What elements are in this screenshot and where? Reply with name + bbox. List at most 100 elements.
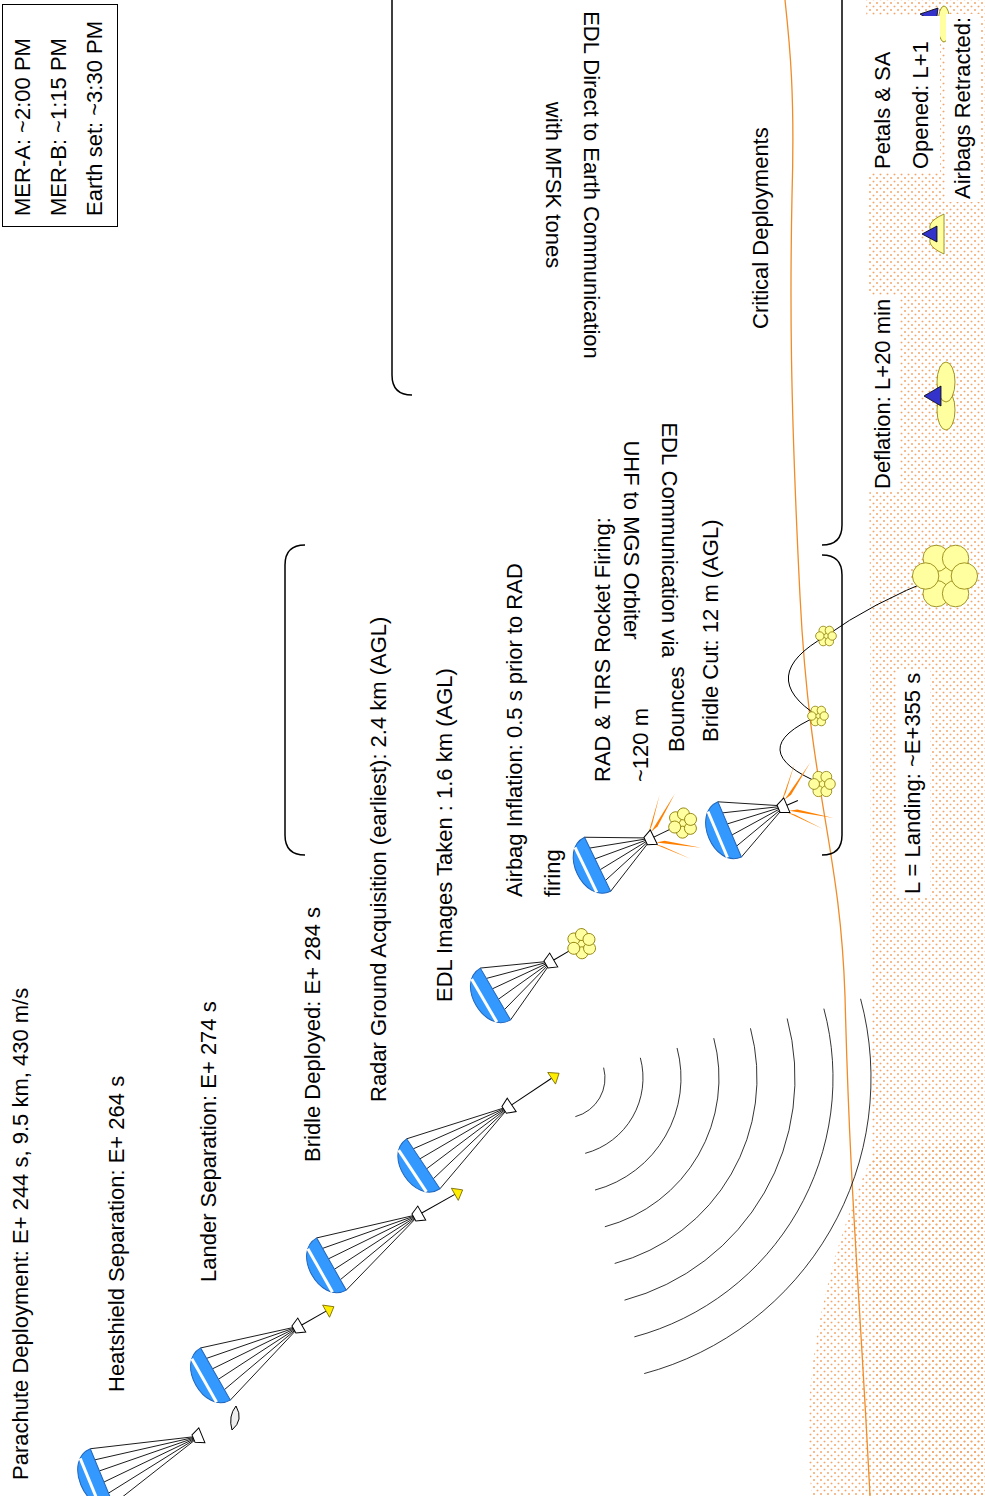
- backshell: [542, 953, 558, 971]
- parachute-assembly: [297, 1164, 477, 1301]
- canopy-band: [575, 847, 597, 892]
- dte-bracket-bottom: [822, 0, 842, 545]
- lander-tetrahedron: [924, 386, 941, 406]
- airbag-cluster: [663, 804, 702, 842]
- airbag-lobe: [667, 819, 683, 835]
- bridle: [512, 1078, 552, 1105]
- annotation-label: Deflation: L+20 min: [866, 296, 900, 492]
- parachute-canopy: [697, 802, 741, 866]
- suspension-line: [331, 1214, 422, 1269]
- timing-text: MER-B: ~1:15 PM: [41, 15, 77, 216]
- suspension-line: [317, 1188, 420, 1264]
- parachute-canopy: [564, 837, 610, 901]
- suspension-line: [102, 1436, 203, 1482]
- canopy-band: [399, 1150, 427, 1192]
- uhf-bracket-top: [285, 545, 305, 855]
- radar-wave: [595, 1048, 681, 1190]
- suspension-line: [495, 961, 561, 1010]
- backshell: [500, 1098, 516, 1116]
- annotation-label: Petals & SA Opened: L+1: [864, 16, 940, 172]
- suspension-line: [723, 789, 785, 829]
- suspension-line: [407, 1081, 510, 1164]
- parachute-assembly: [388, 1048, 576, 1201]
- annotation-label: Bridle Cut: 12 m (AGL): [694, 519, 728, 742]
- airbag-lobe: [951, 563, 977, 589]
- airbag-cluster: [816, 626, 837, 646]
- parachute-canopy: [388, 1139, 440, 1201]
- annotation-label: Airbags Retracted:: [946, 14, 980, 202]
- suspension-line: [590, 822, 652, 864]
- annotation-label: EDL Communication via UHF to MGS Orbiter: [612, 415, 688, 665]
- parachute-sequence: [69, 6, 977, 1496]
- suspension-line: [730, 806, 797, 857]
- backshell: [410, 1206, 426, 1224]
- horizon-line: [785, 0, 870, 1496]
- annotation-label: Heatshield Separation: E+ 264 s: [100, 1076, 134, 1392]
- canopy-band: [80, 1458, 99, 1496]
- suspension-line: [207, 1310, 300, 1374]
- suspension-line: [95, 1419, 200, 1476]
- airbag-lobe: [828, 632, 836, 640]
- dte-bracket-top: [392, 0, 412, 395]
- annotation-label: Lander Separation: E+ 274 s: [192, 1001, 226, 1282]
- canopy-band: [708, 811, 728, 857]
- suspension-line: [215, 1326, 308, 1390]
- airbag-lobe: [581, 931, 597, 947]
- annotation-label: Bounces: [660, 666, 694, 752]
- suspension-line: [423, 1106, 520, 1179]
- suspension-line: [480, 935, 552, 994]
- suspension-line: [423, 1106, 513, 1169]
- airbag-cluster: [912, 545, 977, 607]
- parachute-canopy: [461, 968, 511, 1031]
- radar-wave: [605, 1038, 719, 1227]
- backshell: [190, 1428, 204, 1446]
- airbag-lobe: [820, 712, 828, 720]
- airbag-cluster: [809, 771, 836, 796]
- canopy-band: [192, 1359, 217, 1402]
- suspension-line: [486, 945, 552, 994]
- parachute-canopy: [297, 1238, 346, 1301]
- radar-wave: [644, 999, 871, 1374]
- parachute-assembly: [461, 910, 609, 1031]
- suspension-line: [598, 838, 665, 891]
- airbag-lobe: [683, 811, 699, 827]
- parachute-assembly: [69, 1407, 213, 1496]
- annotation-label: Critical Deployments: [744, 124, 778, 332]
- suspension-line: [331, 1214, 434, 1290]
- heatshield: [231, 1406, 240, 1430]
- rocket-flame: [775, 763, 819, 800]
- uhf-bracket-bottom: [822, 555, 842, 855]
- backshell: [775, 798, 790, 816]
- suspension-line: [90, 1408, 200, 1476]
- annotation-label: L = Landing: ~E+355 s: [896, 670, 930, 897]
- suspension-line: [585, 811, 652, 864]
- parachute-canopy: [181, 1348, 230, 1411]
- radar-wave: [585, 1058, 643, 1154]
- bridle: [787, 801, 798, 806]
- suspension-line: [495, 961, 567, 1020]
- ground-surface: [866, 0, 985, 1496]
- radar-wave: [575, 1068, 605, 1117]
- parachute-assembly: [181, 1281, 349, 1412]
- lander-tetrahedron: [922, 226, 937, 242]
- airbag-cluster: [562, 924, 602, 963]
- parachute-canopy: [69, 1449, 113, 1496]
- annotation-label: EDL Images Taken : 1.6 km (AGL): [428, 668, 462, 1002]
- parachute-assembly: [562, 784, 712, 906]
- airbag-cluster: [808, 706, 829, 726]
- annotation-label: EDL Direct to Earth Communication with M…: [534, 0, 610, 370]
- radar-wave: [634, 1009, 833, 1337]
- suspension-line: [331, 1214, 428, 1280]
- airbag-lobe: [825, 779, 836, 790]
- annotation-label: Parachute Deployment: E+ 244 s, 9.5 km, …: [4, 988, 38, 1480]
- airbag-lobe: [912, 563, 938, 589]
- airbag-lobe: [809, 779, 820, 790]
- suspension-line: [102, 1436, 212, 1496]
- suspension-line: [201, 1300, 300, 1374]
- annotation-label: Airbag Inflation: 0.5 s prior to RAD fir…: [496, 535, 572, 897]
- bridle: [302, 1311, 326, 1325]
- lander: [451, 1184, 466, 1201]
- canopy-band: [308, 1249, 333, 1293]
- suspension-line: [323, 1198, 420, 1264]
